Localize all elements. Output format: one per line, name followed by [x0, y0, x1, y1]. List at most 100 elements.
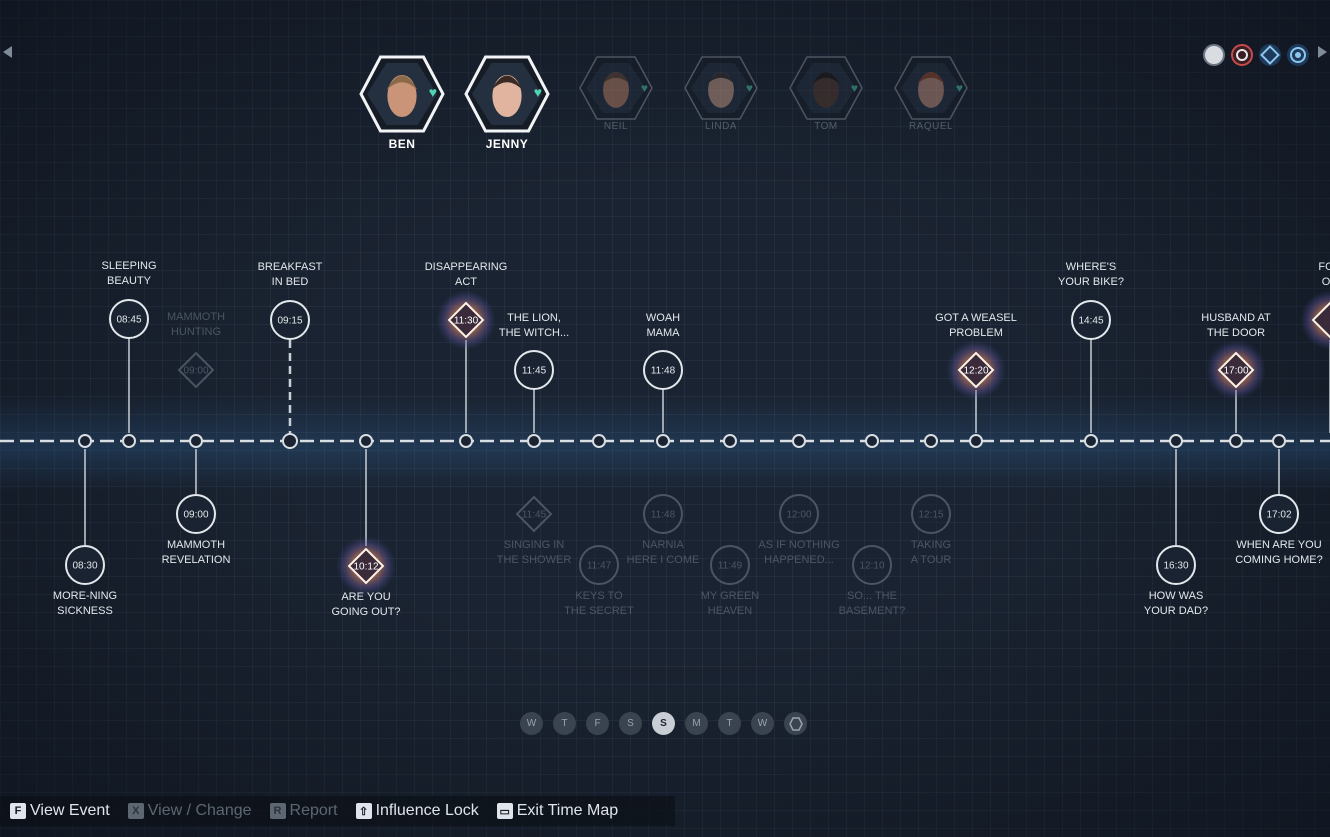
day-6[interactable]: T — [718, 712, 741, 735]
filter-ring-icon[interactable] — [1230, 43, 1254, 67]
event-title: THE WITCH... — [499, 327, 569, 339]
key-icon: ▭ — [496, 803, 513, 819]
avatar-neil[interactable]: ♥NEIL — [570, 55, 662, 132]
event-title: GOT A WEASEL — [935, 312, 1017, 324]
event-diamond — [1311, 301, 1330, 339]
event-circle — [852, 545, 892, 585]
filter-diamond-icon[interactable] — [1258, 43, 1282, 67]
event-title: BREAKFAST — [258, 261, 323, 273]
day-4[interactable]: S — [652, 712, 675, 735]
event-title: HOW WAS — [1149, 590, 1204, 602]
event-circle — [710, 545, 750, 585]
avatar-linda[interactable]: ♥LINDA — [675, 55, 767, 132]
timeline-tick[interactable] — [282, 433, 298, 449]
event-time: 11:47 — [587, 561, 612, 572]
timeline-tick[interactable] — [1169, 434, 1183, 448]
timeline-tick[interactable] — [189, 434, 203, 448]
timeline-tick[interactable] — [1229, 434, 1243, 448]
event-time: 11:30 — [454, 316, 479, 327]
day-7[interactable]: W — [751, 712, 774, 735]
timeline-tick[interactable] — [527, 434, 541, 448]
control-exit-time-map[interactable]: ▭Exit Time Map — [496, 802, 618, 820]
timeline-tick[interactable] — [792, 434, 806, 448]
hexagon-icon[interactable] — [784, 712, 807, 735]
portrait-frame: ♥ — [788, 55, 864, 121]
event-title: MORE-NING — [53, 590, 117, 602]
event-title: SINGING IN — [504, 539, 565, 551]
timeline-tick[interactable] — [969, 434, 983, 448]
event-title: SLEEPING — [101, 260, 156, 272]
filter-target-icon[interactable] — [1286, 43, 1310, 67]
timeline-tick[interactable] — [592, 434, 606, 448]
day-1[interactable]: T — [553, 712, 576, 735]
character-name: TOM — [814, 121, 838, 132]
event-node[interactable]: 09:15 BREAKFAST IN BED — [258, 261, 323, 340]
timeline-tick[interactable] — [1272, 434, 1286, 448]
event-title: TAKING — [911, 539, 951, 551]
event-circle — [911, 494, 951, 534]
avatar-jenny[interactable]: ♥JENNY — [461, 55, 553, 151]
event-title: ARE YOU — [341, 591, 390, 603]
timeline-tick[interactable] — [924, 434, 938, 448]
avatar-ben[interactable]: ♥BEN — [356, 55, 448, 151]
event-title: IN BED — [272, 276, 309, 288]
event-time: 11:48 — [651, 510, 676, 521]
timeline-tick[interactable] — [78, 434, 92, 448]
avatar-tom[interactable]: ♥TOM — [780, 55, 872, 132]
timeline-tick[interactable] — [723, 434, 737, 448]
avatar-raquel[interactable]: ♥RAQUEL — [885, 55, 977, 132]
event-time: 09:15 — [277, 316, 302, 327]
timeline-tick[interactable] — [656, 434, 670, 448]
character-name: RAQUEL — [908, 121, 954, 132]
prev-arrow-icon[interactable] — [3, 46, 12, 58]
day-2[interactable]: F — [586, 712, 609, 735]
timeline-tick[interactable] — [1084, 434, 1098, 448]
control-influence-lock[interactable]: ⇧Influence Lock — [355, 802, 479, 820]
day-0[interactable]: W — [520, 712, 543, 735]
event-title: MAMMOTH — [167, 539, 225, 551]
day-3[interactable]: S — [619, 712, 642, 735]
timeline-tick[interactable] — [865, 434, 879, 448]
timeline-tick[interactable] — [359, 434, 373, 448]
event-title: A TOUR — [911, 554, 952, 566]
event-node[interactable]: FOROR — [1300, 261, 1330, 350]
event-circle — [643, 494, 683, 534]
event-title: WOAH — [646, 312, 680, 324]
event-circle — [1071, 300, 1111, 340]
portrait-frame: ♥ — [359, 55, 445, 133]
event-title: THE DOOR — [1207, 327, 1265, 339]
timeline-tick[interactable] — [459, 434, 473, 448]
event-time: 11:45 — [522, 510, 547, 521]
next-arrow-icon[interactable] — [1318, 46, 1327, 58]
filter-all-icon[interactable] — [1202, 43, 1226, 67]
event-circle — [514, 350, 554, 390]
day-5[interactable]: M — [685, 712, 708, 735]
event-title: YOUR BIKE? — [1058, 276, 1124, 288]
event-time: 09:00 — [183, 366, 208, 377]
key-icon: X — [127, 803, 144, 819]
timeline-tick[interactable] — [122, 434, 136, 448]
